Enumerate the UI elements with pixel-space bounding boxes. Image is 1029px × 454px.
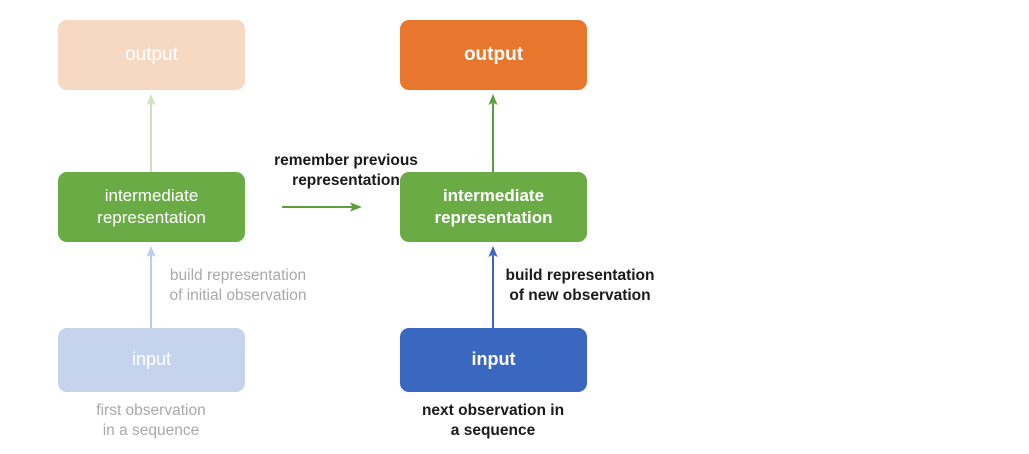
right-intermediate-box: intermediate representation	[400, 172, 587, 242]
left-input-to-intermediate-arrow	[146, 246, 156, 330]
left-input-box: input	[58, 328, 245, 392]
right-input-to-intermediate-arrow	[488, 246, 498, 330]
right-observation-caption: next observation in a sequence	[421, 402, 565, 440]
right-output-label: output	[463, 43, 524, 65]
right-input-box: input	[400, 328, 587, 392]
left-intermediate-label: intermediate representation	[97, 186, 206, 227]
left-observation-caption: first observation in a sequence	[96, 402, 206, 440]
left-intermediate-box: intermediate representation	[58, 172, 245, 242]
left-output-label: output	[125, 43, 178, 65]
right-intermediate-label: intermediate representation	[434, 186, 553, 227]
right-build-representation-caption: build representation of new observation	[505, 267, 655, 305]
right-intermediate-to-output-arrow	[488, 94, 498, 172]
remember-previous-representation-caption: remember previous representation	[274, 152, 418, 190]
left-build-representation-caption: build representation of initial observat…	[169, 267, 307, 305]
right-output-box: output	[400, 20, 587, 90]
right-input-label: input	[471, 349, 516, 370]
left-input-label: input	[131, 349, 172, 370]
left-intermediate-to-output-arrow	[146, 94, 156, 172]
left-output-box: output	[58, 20, 245, 90]
remember-previous-representation-arrow	[282, 202, 362, 212]
